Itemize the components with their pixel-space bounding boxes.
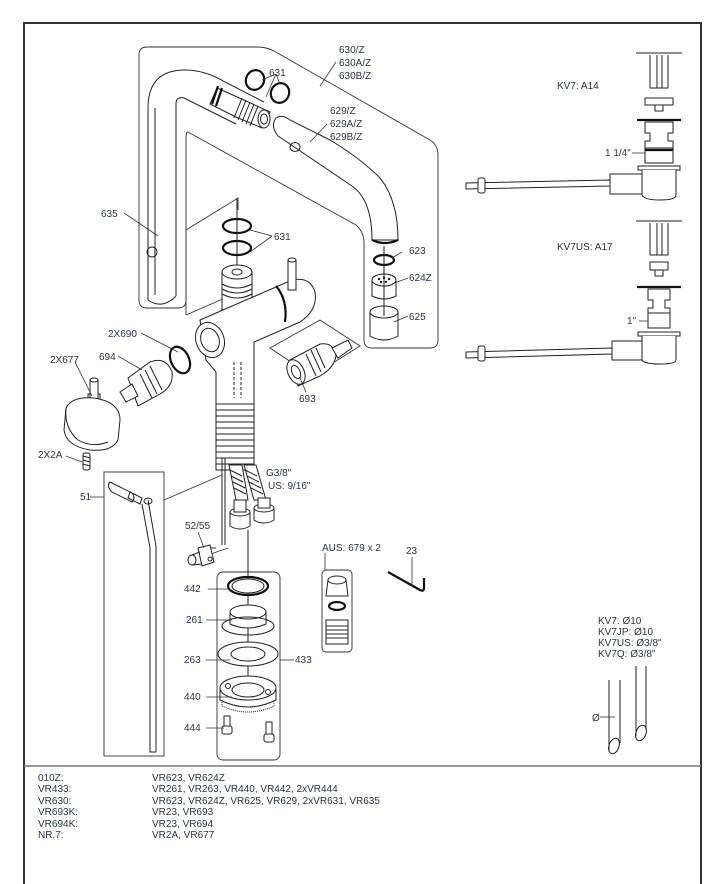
spout-group-outline [138,46,439,349]
cartridge-693 [269,319,361,387]
part-contents: VR23, VR694 [152,818,214,830]
label-630: 630/Z [339,45,365,56]
label-tube-kv7jp: KV7JP: Ø10 [598,627,653,638]
clamp-52-55 [187,544,215,567]
page-frame [23,22,702,884]
part-code: VR433: [38,784,72,796]
cartridge-694 [119,359,173,407]
fixing-kit-433 [216,530,281,761]
mixer-body [185,197,316,557]
part-code: VR694K: [38,818,79,830]
parts-list-row: 010Z: VR623, VR624Z [38,773,380,784]
waste-kv7-a14 [465,52,682,201]
part-code: 010Z: [38,773,64,784]
braided-hoses [228,464,275,530]
lift-rod-group-box [103,471,165,757]
label-433: 433 [295,655,312,666]
label-tube-kv7q: KV7Q: Ø3/8" [598,649,656,660]
callout-labels: 630/Z 630A/Z 630B/Z 631 629/Z 629A/Z 629… [38,45,662,734]
parts-list-row: VR630: VR623, VR624Z, VR625, VR629, 2xVR6… [38,796,380,807]
label-625: 625 [409,312,426,323]
label-kv7us-a17: KV7US: A17 [557,242,613,253]
part-contents: VR623, VR624Z, VR625, VR629, 2xVR631, VR… [152,795,380,807]
label-693: 693 [299,394,316,405]
part-contents: VR2A, VR677 [152,830,215,842]
label-629b: 629B/Z [330,132,362,143]
label-aus-679: AUS: 679 x 2 [322,543,381,554]
waste-kv7us-a17 [465,220,682,365]
label-631-body: 631 [274,232,291,243]
label-263: 263 [184,655,201,666]
connection-tubes [600,666,647,755]
lift-rod-assembly [103,471,223,757]
part-code: VR630: [38,795,72,807]
label-630a: 630A/Z [339,58,371,69]
aus-adapter-box [321,569,353,653]
label-diameter: Ø [592,713,600,724]
handle-677 [63,377,121,451]
oring-631-top-a [244,69,266,91]
label-51: 51 [80,492,92,503]
part-contents: VR623, VR624Z [152,773,225,784]
parts-list: 010Z: VR623, VR624Z VR433: VR261, VR263, V… [38,773,380,841]
leader-lines [65,61,409,729]
label-kv7-a14: KV7: A14 [557,81,599,92]
label-630b: 630B/Z [339,71,371,82]
hose-shank [215,362,255,471]
label-694: 694 [99,352,116,363]
label-261: 261 [186,615,203,626]
label-623: 623 [409,246,426,257]
label-624z: 624Z [409,273,432,284]
oring-690 [168,345,192,375]
label-444: 444 [184,723,201,734]
label-635: 635 [101,209,118,220]
label-hose-thread-us: US: 9/16" [268,481,311,492]
parts-list-row: VR433: VR261, VR263, VR440, VR442, 2xVR44… [38,784,380,795]
handle-assembly [63,345,192,471]
label-2x2a: 2X2A [38,450,63,461]
part-code: VR693K: [38,807,79,819]
label-52-55: 52/55 [185,521,210,532]
parts-list-row: NR.7: VR2A, VR677 [38,830,380,841]
label-440: 440 [184,692,201,703]
allen-key-23 [387,571,426,592]
part-contents: VR261, VR263, VR440, VR442, 2xVR444 [152,784,338,796]
label-kv7us-size: 1" [627,316,637,327]
label-631-top: 631 [269,68,286,79]
label-tube-kv7: KV7: Ø10 [598,616,642,627]
label-23: 23 [406,546,418,557]
label-hose-thread-g: G3/8" [266,468,292,479]
grub-screw-2a [82,452,91,471]
label-2x677: 2X677 [50,355,79,366]
label-629: 629/Z [330,106,356,117]
parts-list-row: VR694K: VR23, VR694 [38,819,380,830]
label-tube-kv7us: KV7US: Ø3/8" [598,638,662,649]
parts-list-row: VR693K: VR23, VR693 [38,807,380,818]
label-2x690: 2X690 [108,329,137,340]
oring-631-top-b [269,82,291,104]
part-code: NR.7: [38,830,64,842]
label-kv7-size: 1 1/4" [605,148,631,159]
label-629a: 629A/Z [330,119,362,130]
aus-adapter-679 [321,553,353,653]
part-contents: VR23, VR693 [152,807,214,819]
aerator-sleeve-625 [369,305,399,341]
spout-assembly [138,46,439,349]
label-442: 442 [184,584,201,595]
spout-connector [209,85,271,129]
